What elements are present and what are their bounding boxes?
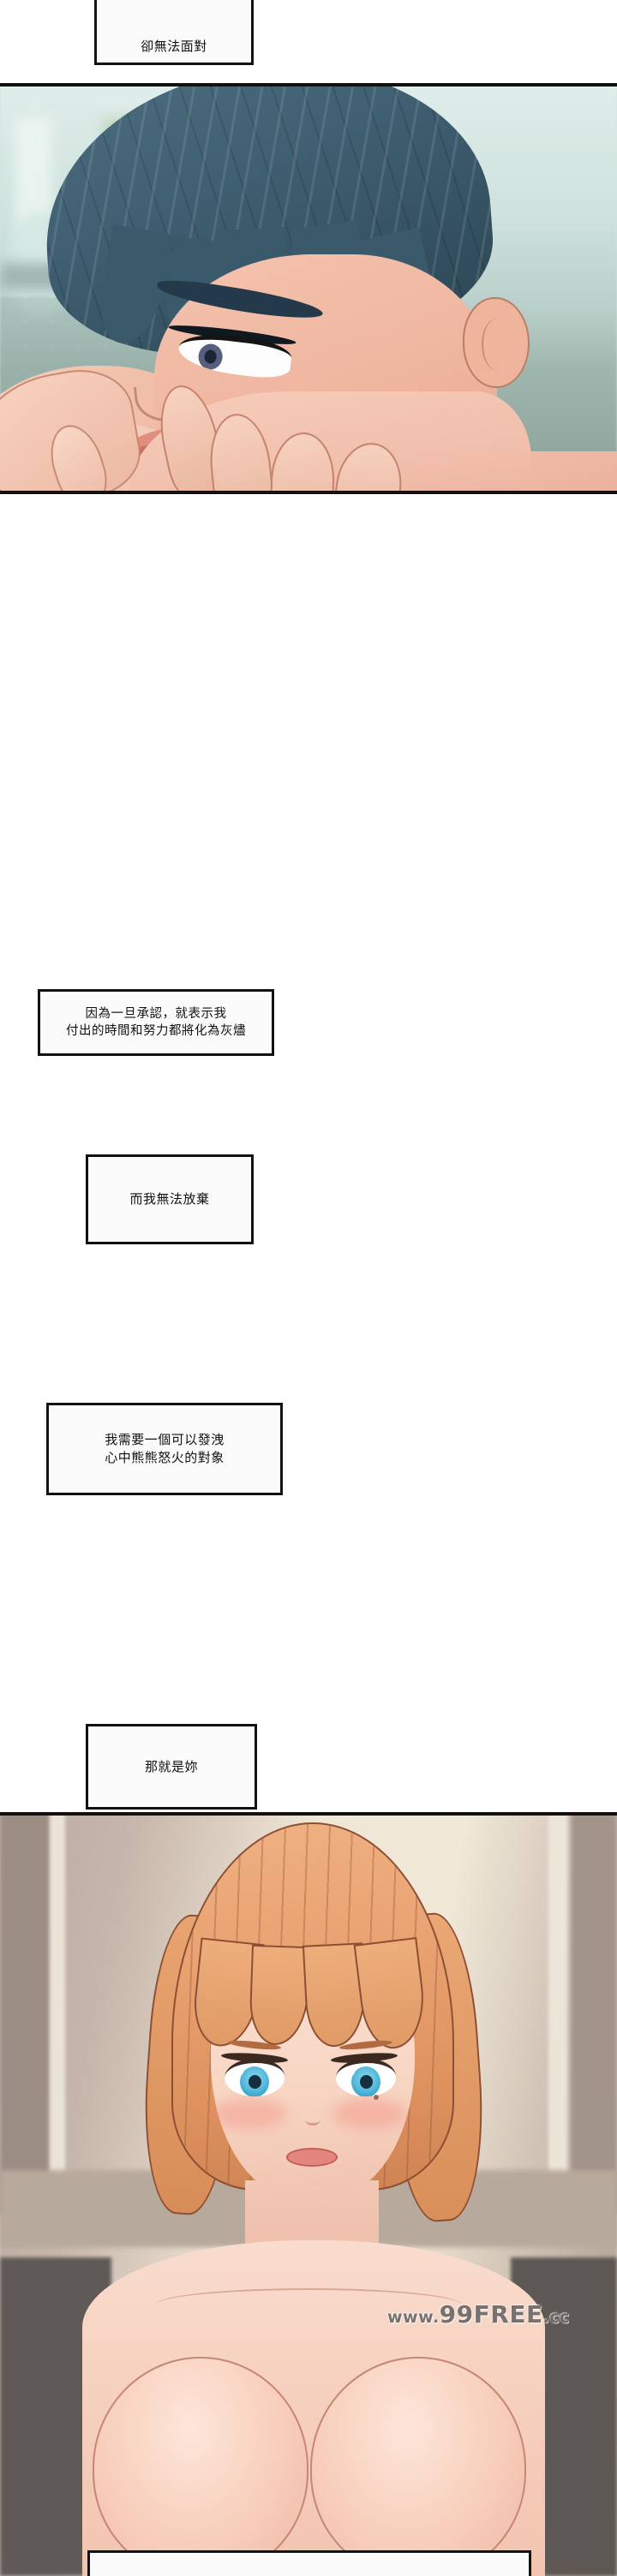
girl-bust-right — [310, 2357, 526, 2576]
girl-blush-left — [213, 2098, 286, 2129]
dialogue-text: 卻無法面對 — [141, 39, 207, 55]
dialogue-box-ashes: 因為一旦承認，就表示我 付出的時間和努力都將化為灰燼 — [38, 989, 274, 1056]
panel-border-top — [0, 83, 617, 86]
girl-eye-left — [225, 2059, 285, 2096]
watermark-suffix: .cc — [542, 2308, 570, 2327]
man-ear — [463, 297, 530, 388]
girl-bust-left — [93, 2357, 308, 2576]
panel-border-bottom — [0, 491, 617, 494]
dialogue-text: 因為一旦承認，就表示我 付出的時間和努力都將化為灰燼 — [66, 1007, 246, 1038]
girl-mole — [374, 2095, 379, 2100]
background-post — [548, 1812, 567, 2206]
site-watermark: www.99FREE.cc — [387, 2300, 570, 2329]
girl-eye-right — [336, 2059, 396, 2096]
watermark-prefix: www. — [387, 2308, 440, 2327]
background-wall-left — [0, 1812, 50, 2215]
panel-kiss — [0, 83, 617, 494]
girl-nose — [305, 2114, 320, 2126]
dialogue-box-need-target: 我需要一個可以發洩 心中熊熊怒火的對象 — [46, 1403, 283, 1495]
dialogue-box-cannot-give-up: 而我無法放棄 — [86, 1154, 254, 1244]
girl-mouth — [286, 2148, 338, 2167]
panel-border-top — [0, 1812, 617, 1816]
girl-collarbone — [154, 2288, 463, 2323]
dialogue-box-top-partial: 卻無法面對 — [94, 0, 254, 65]
dialogue-text: 而我無法放棄 — [129, 1191, 210, 1208]
background-wall-right — [571, 1812, 617, 2215]
dialogue-text: 那就是妳 — [144, 1758, 198, 1774]
background-post — [50, 1812, 65, 2180]
dialogue-text: 我需要一個可以發洩 心中熊熊怒火的對象 — [105, 1432, 225, 1465]
dialogue-box-that-is-you: 那就是妳 — [86, 1724, 257, 1810]
girl-blush-right — [332, 2098, 406, 2129]
dialogue-box-bottom-partial — [87, 2550, 531, 2576]
panel-girl — [0, 1812, 617, 2576]
watermark-brand: 99FREE — [439, 2300, 543, 2329]
